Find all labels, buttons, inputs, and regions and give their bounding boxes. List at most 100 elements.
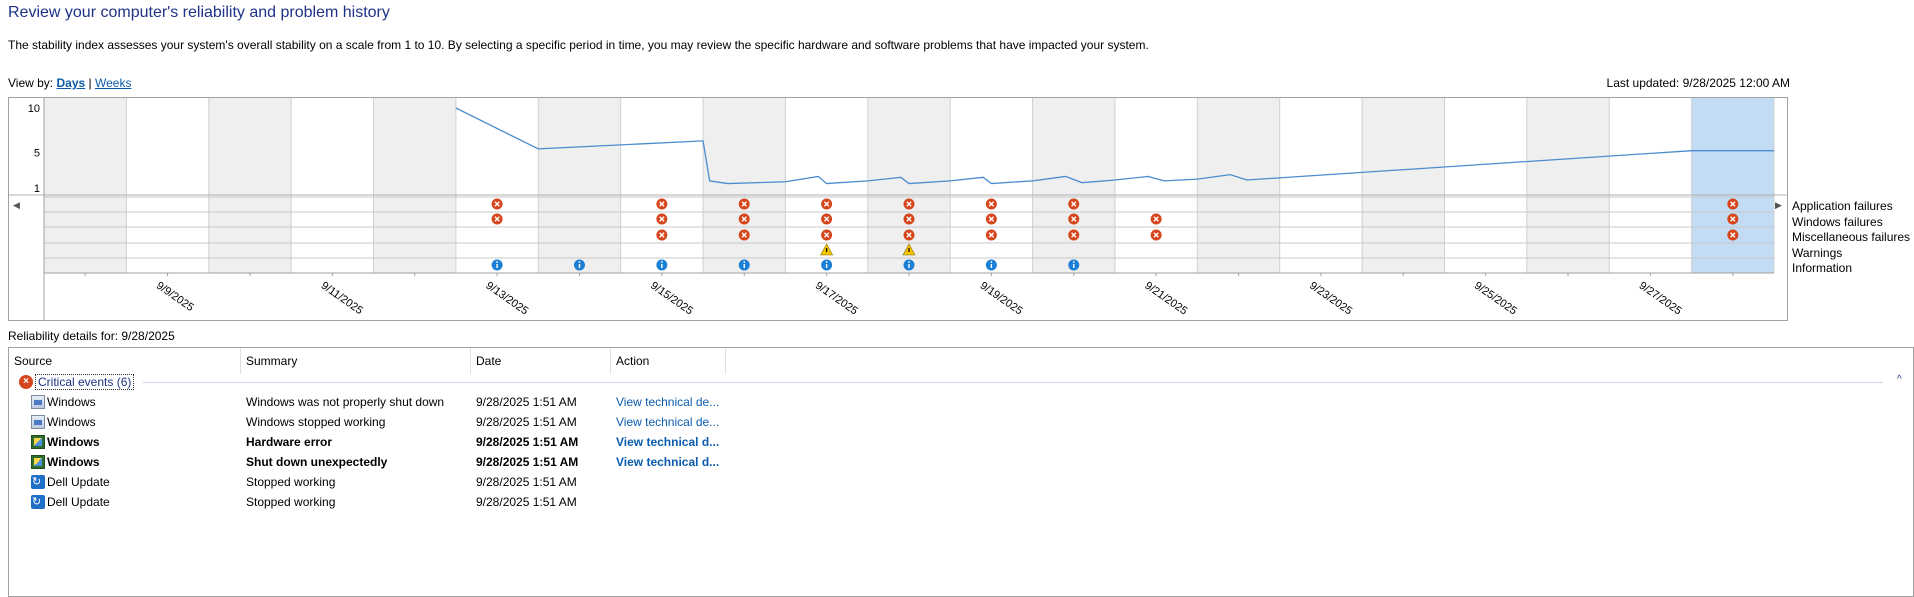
column-header-summary[interactable]: Summary	[241, 348, 471, 374]
scroll-right-arrow-icon[interactable]: ▶	[1775, 200, 1782, 210]
day-column[interactable]	[1032, 98, 1115, 273]
critical-events-label[interactable]: Critical events (6)	[35, 374, 135, 390]
critical-x-mark	[494, 201, 500, 207]
day-column[interactable]	[291, 98, 374, 273]
x-tick-label: 9/23/2025	[1307, 280, 1354, 318]
critical-x-mark	[988, 216, 995, 222]
info-mark	[825, 264, 828, 268]
day-column[interactable]	[208, 98, 292, 273]
x-tick-label: 9/27/2025	[1637, 280, 1684, 318]
hardware-icon	[31, 455, 45, 469]
x-tick-label: 9/21/2025	[1142, 280, 1189, 318]
day-column[interactable]	[1362, 98, 1445, 273]
x-tick-label: 9/9/2025	[154, 280, 196, 314]
source-cell: Windows	[47, 455, 100, 469]
day-column[interactable]	[126, 98, 209, 273]
date-cell: 9/28/2025 1:51 AM	[476, 495, 577, 509]
x-tick-label: 9/17/2025	[813, 280, 860, 318]
day-column[interactable]	[1197, 98, 1280, 273]
dell-update-icon	[31, 472, 45, 492]
column-header-date[interactable]: Date	[471, 348, 611, 374]
summary-cell: Windows was not properly shut down	[246, 395, 445, 409]
info-dot	[1072, 261, 1075, 263]
info-dot	[578, 261, 581, 263]
info-mark	[661, 264, 663, 268]
warning-mark	[908, 248, 910, 252]
info-mark	[908, 264, 910, 268]
critical-error-icon: ×	[19, 375, 33, 389]
critical-x-mark	[823, 232, 830, 238]
info-mark	[990, 264, 993, 268]
category-app-failures: Application failures	[1792, 199, 1893, 213]
action-link[interactable]: View technical d...	[616, 455, 720, 469]
critical-x-mark	[659, 216, 665, 222]
column-header-action[interactable]: Action	[611, 348, 726, 374]
info-dot	[990, 261, 993, 263]
summary-cell: Shut down unexpectedly	[246, 455, 388, 469]
view-days-link[interactable]: Days	[56, 76, 86, 90]
day-column[interactable]	[620, 98, 704, 273]
grid-header: Source Summary Date Action ^	[9, 348, 1913, 374]
day-column[interactable]	[950, 98, 1033, 273]
source-cell: Windows	[47, 435, 100, 449]
view-weeks-link[interactable]: Weeks	[94, 76, 132, 90]
day-column[interactable]	[373, 98, 456, 273]
summary-cell: Stopped working	[246, 495, 336, 509]
column-header-source[interactable]: Source	[9, 348, 241, 374]
summary-cell: Stopped working	[246, 475, 336, 489]
day-column[interactable]	[703, 98, 786, 273]
critical-x-mark	[1730, 216, 1736, 222]
critical-x-mark	[906, 216, 912, 222]
critical-x-mark	[823, 216, 830, 222]
action-link[interactable]: View technical d...	[616, 435, 720, 449]
x-tick-label: 9/19/2025	[978, 280, 1025, 318]
x-tick-label: 9/15/2025	[648, 280, 695, 318]
day-column[interactable]	[1114, 98, 1198, 273]
critical-x-mark	[741, 232, 747, 238]
day-column[interactable]	[1279, 98, 1363, 273]
day-column[interactable]	[538, 98, 621, 273]
critical-x-mark	[659, 201, 665, 207]
source-cell: Windows	[47, 395, 96, 409]
x-tick-label: 9/25/2025	[1472, 280, 1519, 318]
warning-mark	[826, 248, 828, 252]
table-row[interactable]: Windows Windows stopped working 9/28/2025 …	[9, 412, 1913, 432]
scroll-left-arrow-icon[interactable]: ◀	[13, 200, 20, 210]
action-link[interactable]: View technical de...	[616, 395, 720, 409]
category-information: Information	[1792, 261, 1853, 275]
day-column[interactable]	[1609, 98, 1692, 273]
critical-x-mark	[1071, 216, 1077, 222]
date-cell: 9/28/2025 1:51 AM	[476, 435, 579, 449]
day-column[interactable]	[1526, 98, 1610, 273]
collapse-group-icon[interactable]: ^	[1897, 374, 1902, 385]
summary-cell: Windows stopped working	[246, 415, 386, 429]
day-column[interactable]	[1444, 98, 1527, 273]
day-column[interactable]	[1691, 98, 1774, 273]
critical-x-mark	[741, 216, 747, 222]
details-grid: Source Summary Date Action ^ × Critical …	[8, 347, 1914, 597]
critical-x-mark	[1153, 216, 1159, 222]
action-link[interactable]: View technical de...	[616, 415, 720, 429]
date-cell: 9/28/2025 1:51 AM	[476, 415, 577, 429]
group-divider	[143, 382, 1883, 383]
day-column[interactable]	[44, 98, 127, 273]
view-separator: |	[88, 76, 92, 90]
source-cell: Dell Update	[47, 475, 110, 489]
table-row[interactable]: Windows Windows was not properly shut dow…	[9, 392, 1913, 412]
page-description: The stability index assesses your system…	[8, 38, 1149, 52]
hardware-icon	[31, 435, 45, 449]
day-column[interactable]	[455, 98, 539, 273]
critical-events-group[interactable]: × Critical events (6) ^	[19, 374, 1902, 390]
windows-app-icon	[31, 415, 45, 429]
last-updated: Last updated: 9/28/2025 12:00 AM	[1606, 76, 1790, 90]
info-dot	[825, 261, 828, 263]
info-mark	[578, 264, 581, 268]
source-cell: Windows	[47, 415, 96, 429]
critical-x-mark	[1071, 201, 1077, 207]
